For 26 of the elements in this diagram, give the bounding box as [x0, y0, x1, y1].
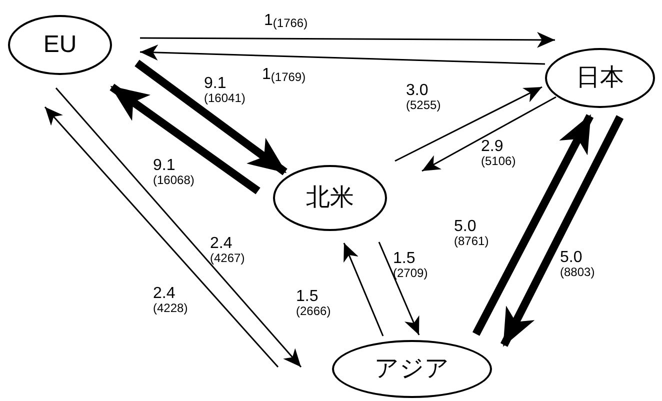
arrow: [140, 44, 546, 65]
arrow: [134, 60, 288, 176]
arrow: [140, 32, 555, 48]
arrow: [44, 106, 279, 368]
region-name: 日本: [576, 66, 624, 90]
region-name: アジア: [374, 357, 450, 381]
edge-label: 5.0 (8803): [560, 250, 595, 278]
arrow: [55, 88, 302, 368]
region-name: 北米: [306, 186, 354, 210]
arrow: [422, 96, 556, 172]
edge-label: 9.1 (16068): [153, 158, 194, 186]
arrow: [500, 115, 624, 347]
arrow: [110, 84, 260, 194]
arrow: [343, 242, 384, 336]
edge-label: 3.0 (5255): [406, 83, 441, 111]
arrow: [394, 86, 542, 162]
edge-label: 2.4 (4267): [210, 236, 245, 264]
edge-label: 1.5 (2709): [393, 251, 428, 279]
edge-label: 2.4 (4228): [153, 286, 188, 314]
edge-label: 1.5 (2666): [296, 289, 331, 317]
edge-label: 5.0 (8761): [454, 219, 489, 247]
arrow: [378, 242, 420, 336]
region-name: EU: [43, 33, 77, 57]
arrow: [472, 114, 594, 336]
edge-label: 2.9 (5106): [481, 139, 516, 167]
edge-label: 9.1 (16041): [204, 76, 246, 104]
